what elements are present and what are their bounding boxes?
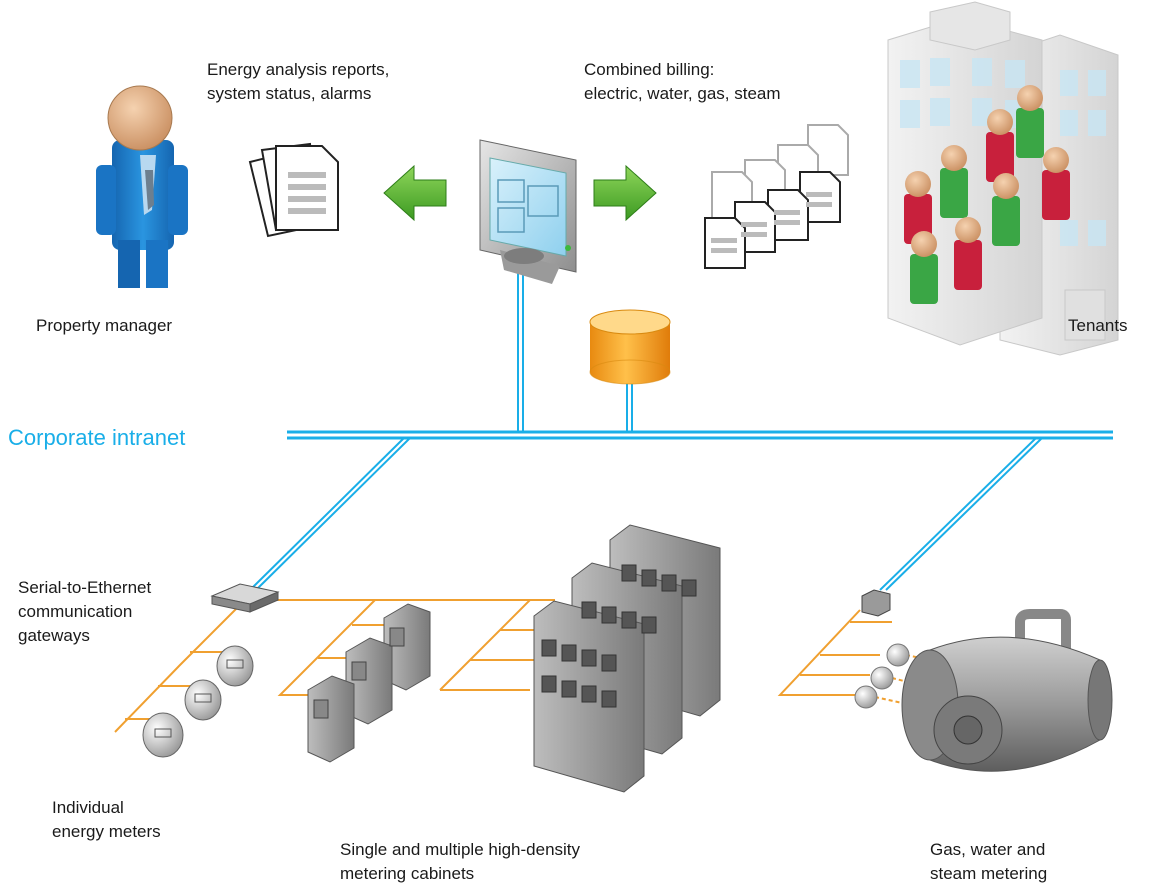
- serial-bus-left: [114, 599, 560, 733]
- gws-label-line: steam metering: [930, 864, 1048, 883]
- tank-icon: [854, 609, 1113, 772]
- tenants-label: Tenants: [1068, 314, 1128, 338]
- meters-label: Individual energy meters: [52, 796, 161, 844]
- meters-label-line: energy meters: [52, 822, 161, 841]
- meters-label-line: Individual: [52, 798, 124, 817]
- gateway-device-icon: [210, 583, 280, 613]
- tenant-green: [910, 231, 938, 304]
- tenant-red: [986, 109, 1014, 182]
- cabinets-label: Single and multiple high-density meterin…: [340, 838, 580, 886]
- corporate-intranet-label-text: Corporate intranet: [8, 425, 186, 450]
- gateways-label: Serial-to-Ethernet communication gateway…: [18, 576, 151, 648]
- billing-label: Combined billing: electric, water, gas, …: [584, 58, 781, 106]
- tenants-icon: [904, 85, 1070, 304]
- reports-label: Energy analysis reports, system status, …: [207, 58, 389, 106]
- cabinets-label-line: metering cabinets: [340, 864, 475, 883]
- reports-icon: [248, 142, 339, 238]
- reports-label-line: system status, alarms: [207, 84, 372, 103]
- tenant-red: [1042, 147, 1070, 220]
- tenant-green: [992, 173, 1020, 246]
- gws-label: Gas, water and steam metering: [930, 838, 1047, 886]
- corporate-intranet-label: Corporate intranet: [8, 426, 185, 450]
- energy-meter-icon: [142, 645, 254, 758]
- property-manager-label: Property manager: [36, 314, 172, 338]
- gateways-label-line: gateways: [18, 626, 90, 645]
- small-cabinet-icon: [307, 603, 431, 763]
- large-cabinet-icon: [533, 524, 721, 793]
- tenant-red: [954, 217, 982, 290]
- tenants-label-text: Tenants: [1068, 316, 1128, 335]
- billing-label-line: Combined billing:: [584, 60, 715, 79]
- gateways-label-line: communication: [18, 602, 133, 621]
- billing-label-line: electric, water, gas, steam: [584, 84, 781, 103]
- billing-lines: [711, 192, 832, 253]
- property-manager-label-text: Property manager: [36, 316, 173, 335]
- arrow-right-icon: [593, 164, 657, 222]
- gws-label-line: Gas, water and: [930, 840, 1046, 859]
- tenant-green: [1016, 85, 1044, 158]
- reports-label-line: Energy analysis reports,: [207, 60, 390, 79]
- person-icon: [96, 85, 188, 288]
- tenant-green: [940, 145, 968, 218]
- cabinets-label-line: Single and multiple high-density: [340, 840, 581, 859]
- gateways-label-line: Serial-to-Ethernet: [18, 578, 152, 597]
- database-icon: [589, 309, 671, 385]
- gas-gateway-icon: [861, 589, 891, 617]
- monitor-icon: [479, 139, 577, 284]
- intranet-backbone: [249, 260, 1113, 591]
- arrow-left-icon: [383, 164, 447, 222]
